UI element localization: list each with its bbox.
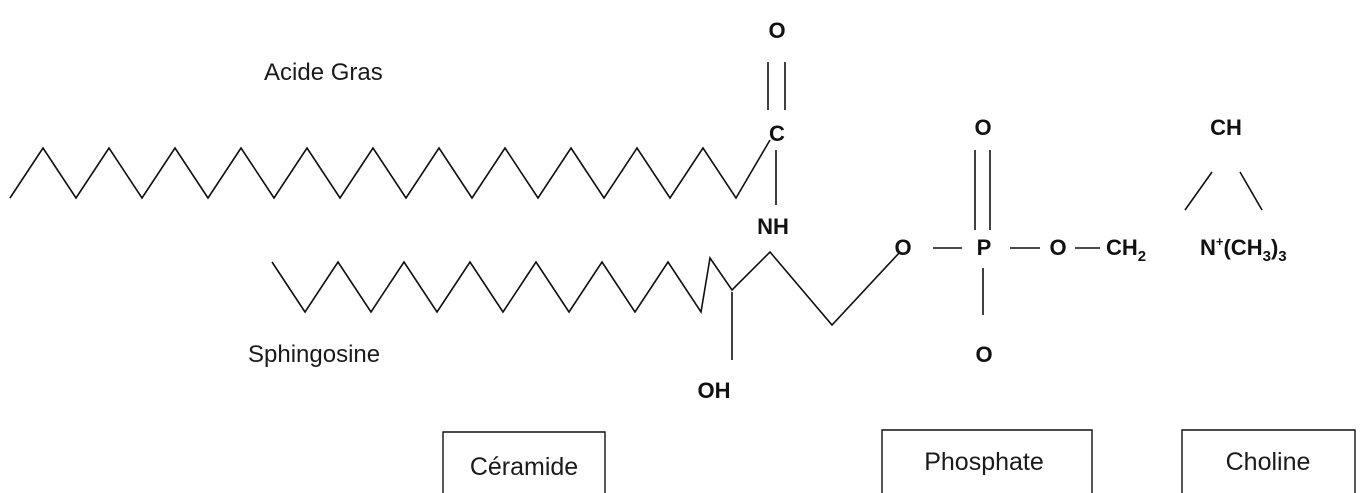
choline-box: Choline [1181, 429, 1356, 493]
ch-n-bond [1239, 171, 1263, 211]
ch2-ch-bond [1184, 171, 1213, 211]
trimethylammonium-group: N+(CH3)3 [1200, 234, 1287, 265]
amide-nh: NH [757, 214, 789, 239]
fatty-acid-chain [9, 139, 771, 200]
choline-box-label: Choline [1226, 448, 1311, 476]
sphingosine-chain [271, 250, 901, 327]
choline-ch: CH [1210, 115, 1242, 140]
phosphate-oxygen-right: O [1049, 235, 1066, 260]
phosphorus-atom: P [977, 235, 992, 260]
phosphate-oxygen-bottom: O [975, 342, 992, 367]
ceramide-box-label: Céramide [470, 453, 578, 481]
fatty-acid-label: Acide Gras [264, 59, 383, 86]
ester-oxygen: O [894, 235, 911, 260]
methylene-group: CH2 [1106, 235, 1146, 265]
sphingosine-label: Sphingosine [248, 341, 380, 368]
hydroxyl-group: OH [698, 378, 731, 403]
ceramide-box: Céramide [442, 431, 606, 493]
phosphate-box-label: Phosphate [924, 448, 1044, 476]
carbonyl-carbon: C [769, 121, 785, 146]
phosphate-oxygen-top: O [974, 115, 991, 140]
phosphate-box: Phosphate [881, 429, 1093, 493]
carbonyl-oxygen: O [768, 18, 785, 43]
